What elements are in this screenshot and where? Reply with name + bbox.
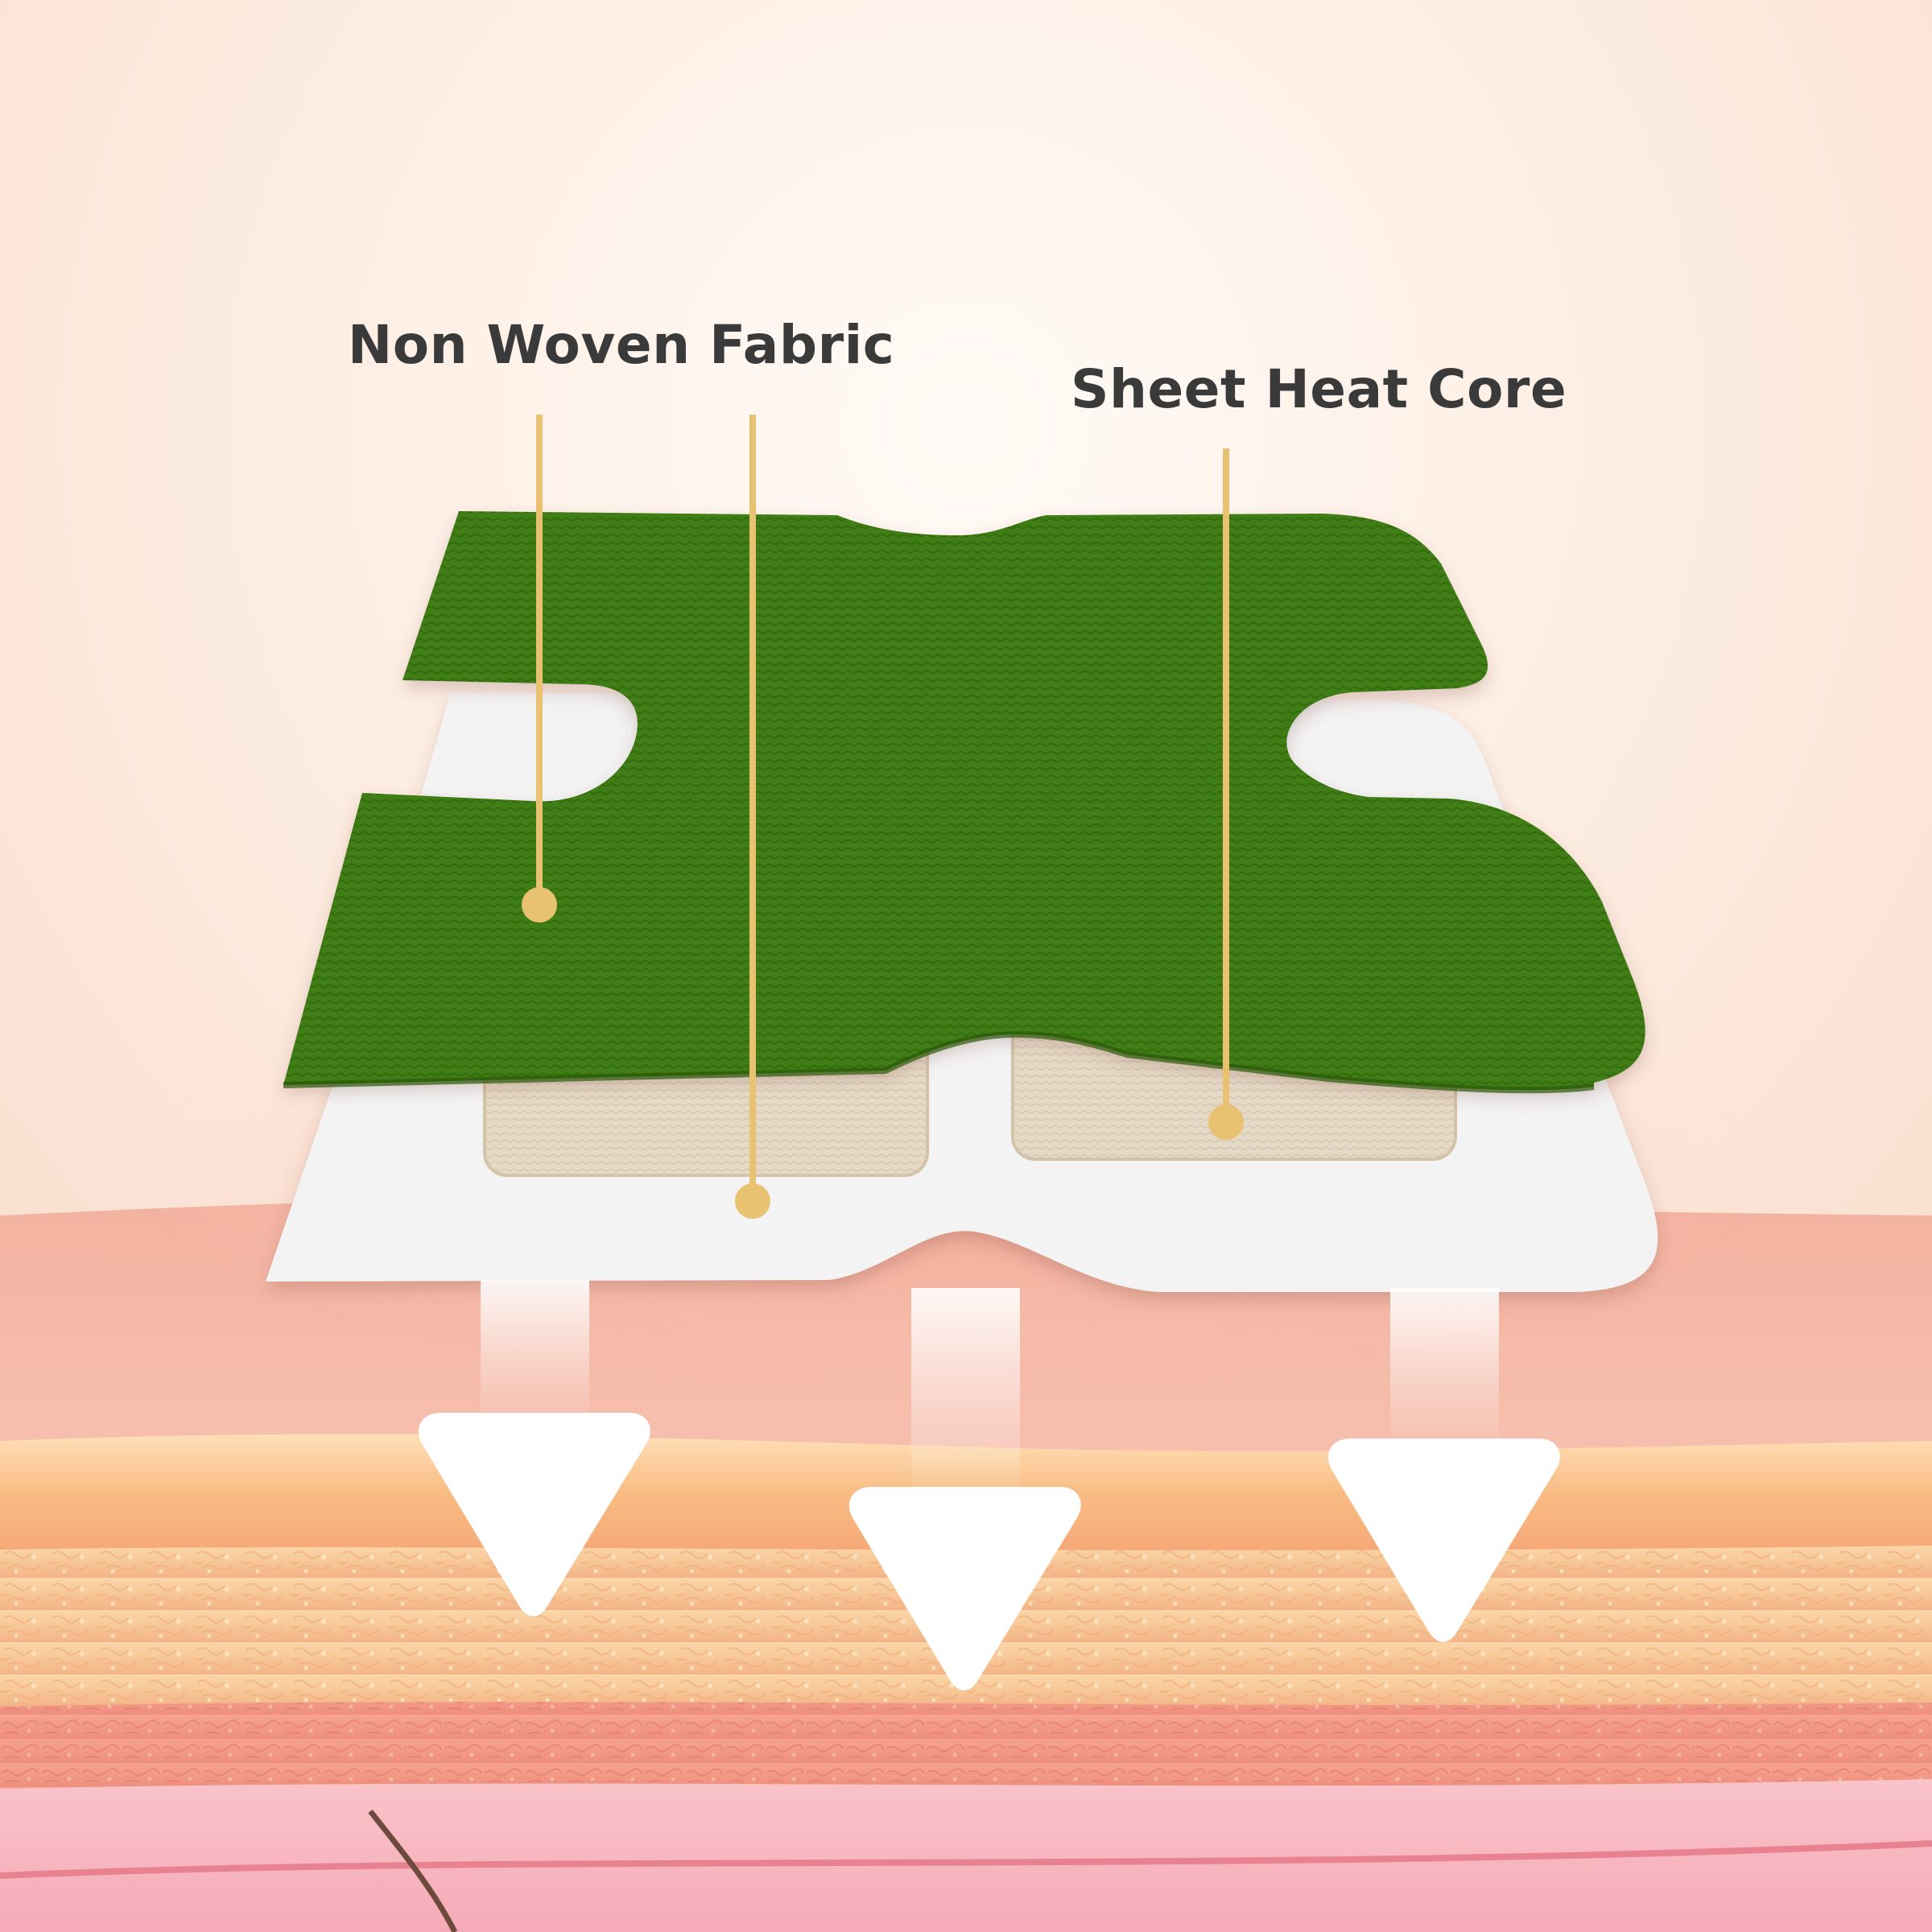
hair-strand [368, 1809, 458, 1932]
fabric-edge-shade [283, 1030, 1595, 1094]
sheet-heat-core-label: Sheet Heat Core [1071, 358, 1567, 420]
adhesive-leader-dot [735, 1183, 770, 1219]
dermis-layer [0, 1702, 1932, 1791]
non-woven-fabric-label: Non Woven Fabric [348, 314, 895, 376]
heat-core-leader-dot [1208, 1104, 1244, 1140]
down-arrow-icon [418, 1280, 650, 1616]
deep-tissue-line [0, 1840, 1932, 1879]
fabric-leader-dot [522, 887, 557, 923]
down-arrow-icon [1327, 1288, 1560, 1642]
deep-tissue-layer [0, 1779, 1932, 1932]
non-woven-fabric-layer [283, 511, 1645, 1091]
down-arrow-icon [848, 1288, 1081, 1690]
